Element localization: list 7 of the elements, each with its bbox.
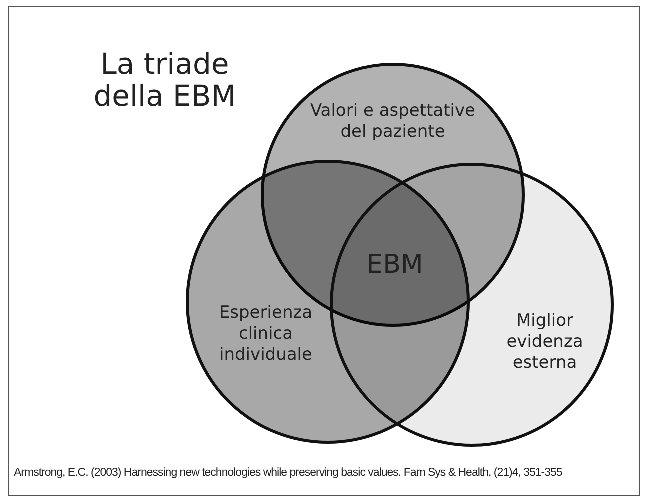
right-circle xyxy=(330,163,614,447)
title: La triade della EBM xyxy=(92,48,238,112)
circle-label: Esperienza clinica individuale xyxy=(218,303,314,366)
center-label: EBM xyxy=(366,250,424,280)
citation: Armstrong, E.C. (2003) Harnessing new technologies while preserving basic values. Fam Sys & Health, (21)4, 351-355 xyxy=(14,466,564,480)
circle-label: Valori e aspettative del paziente xyxy=(309,101,476,143)
circle-label: Miglior evidenza esterna xyxy=(506,311,584,374)
